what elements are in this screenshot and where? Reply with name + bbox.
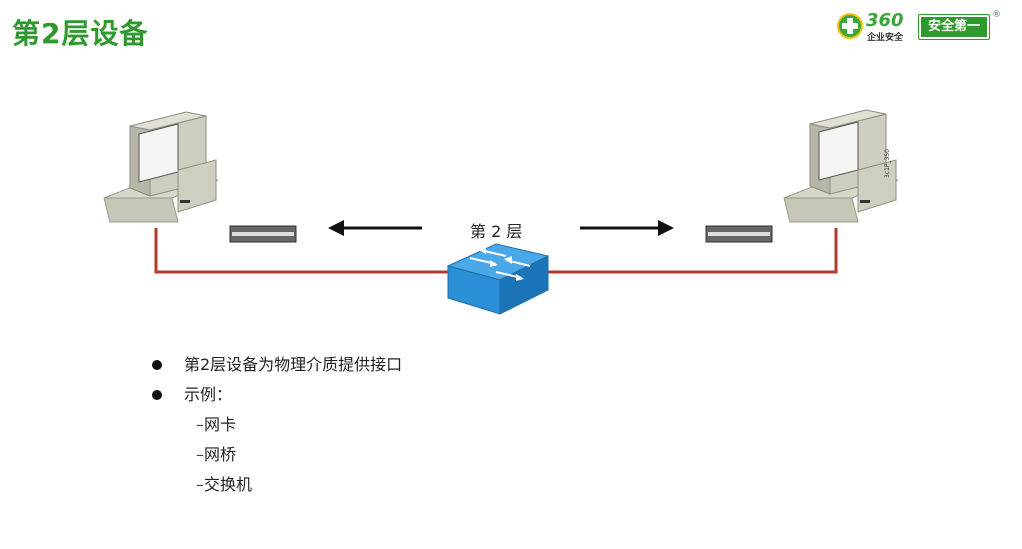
- sub-dash: –: [196, 445, 204, 464]
- figure-code: 3c1P_350: [884, 148, 891, 178]
- sub-item: –交换机: [152, 472, 402, 502]
- logo-number: 360: [866, 10, 904, 31]
- bullet-dot-icon: [152, 390, 162, 400]
- sub-item-text: 网卡: [204, 415, 237, 434]
- page-title: 第2层设备: [12, 17, 149, 50]
- brand-logo: 360 企业安全 安全第一 ®: [836, 10, 1006, 44]
- bullet-item: 第2层设备为物理介质提供接口: [152, 352, 402, 382]
- logo-badge: 安全第一: [918, 14, 990, 40]
- frame-left-icon: [229, 225, 297, 243]
- sub-dash: –: [196, 475, 204, 494]
- network-diagram: [103, 109, 899, 315]
- sub-item: –网桥: [152, 442, 402, 472]
- switch-icon: [446, 243, 550, 315]
- sub-item-text: 交换机: [204, 475, 253, 494]
- computer-right-icon: [783, 109, 899, 223]
- bullet-text: 示例：: [184, 385, 233, 404]
- computer-left-icon: [103, 111, 219, 223]
- bullet-item: 示例：: [152, 382, 402, 412]
- registered-mark: ®: [992, 10, 1001, 20]
- sub-item: –网卡: [152, 412, 402, 442]
- bullet-text: 第2层设备为物理介质提供接口: [184, 355, 403, 374]
- bullet-dot-icon: [152, 360, 162, 370]
- sub-dash: –: [196, 415, 204, 434]
- layer-label: 第 2 层: [470, 222, 523, 241]
- bullet-list: 第2层设备为物理介质提供接口 示例： –网卡 –网桥 –交换机: [152, 352, 402, 502]
- frame-right-icon: [705, 225, 773, 243]
- arrow-left-icon: [328, 220, 422, 236]
- sub-item-text: 网桥: [204, 445, 237, 464]
- logo-badge-text: 安全第一: [927, 19, 980, 34]
- logo-plus-icon: [837, 13, 863, 39]
- logo-subtitle: 企业安全: [867, 33, 904, 43]
- arrow-right-icon: [580, 220, 674, 236]
